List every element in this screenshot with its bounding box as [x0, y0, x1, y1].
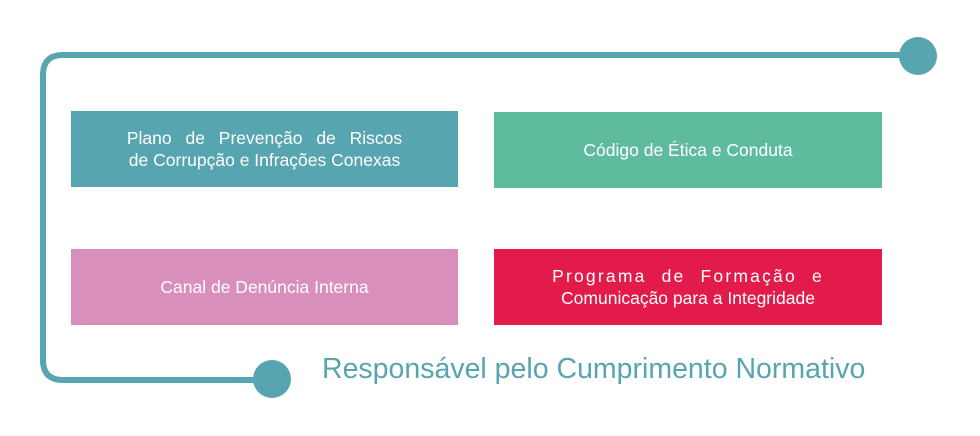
training-program-box: Programa de Formação e Comunicação para … [494, 249, 882, 325]
code-of-ethics-label: Código de Ética e Conduta [583, 140, 793, 160]
bracket-path [40, 52, 921, 383]
whistleblowing-channel-box: Canal de Denúncia Interna [71, 249, 458, 325]
plan-prevention-box: Plano de Prevenção de Riscos de Corrupçã… [71, 111, 458, 187]
code-of-ethics-box: Código de Ética e Conduta [494, 112, 882, 188]
whistleblowing-channel-label: Canal de Denúncia Interna [160, 277, 369, 297]
training-program-label-line2: Comunicação para a Integridade [561, 288, 815, 308]
training-program-label-line1: Programa de Formação e [552, 266, 824, 286]
top-end-dot-icon [899, 37, 937, 75]
bottom-end-dot-icon [253, 360, 291, 398]
compliance-officer-title: Responsável pelo Cumprimento Normativo [322, 353, 866, 385]
plan-prevention-label-line2: de Corrupção e Infrações Conexas [128, 150, 401, 170]
plan-prevention-label-line1: Plano de Prevenção de Riscos [126, 128, 403, 148]
